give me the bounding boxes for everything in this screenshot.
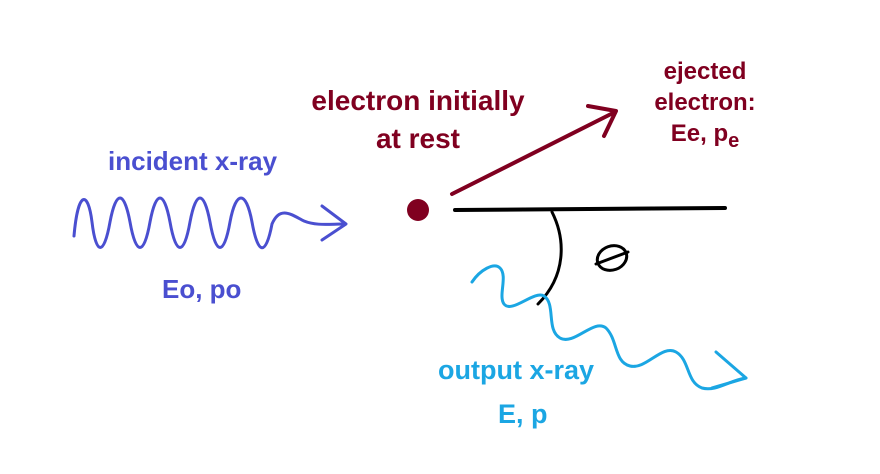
angle-arc (536, 210, 563, 306)
reference-direction-line (453, 206, 727, 212)
ejected-energy-momentum-text: Ee, p (670, 120, 729, 148)
output-arrowhead (710, 350, 748, 390)
incident-x-ray-wave (72, 196, 346, 250)
electron-at-rest-label: electron initially at rest (298, 82, 538, 158)
electron-label-line1: electron initially (311, 85, 525, 116)
output-energy-momentum-label: E, p (498, 399, 548, 429)
incident-x-ray-label: incident x-ray (108, 146, 278, 176)
ejected-label-line1: ejected (663, 58, 747, 85)
electron-dot (407, 199, 429, 221)
ejected-electron-arrow-shaft (450, 110, 617, 196)
ejected-electron-arrowhead (586, 104, 618, 138)
theta-symbol (594, 244, 630, 272)
electron-label-line2: at rest (375, 122, 461, 154)
output-x-ray-label: output x-ray (438, 355, 595, 385)
ejected-electron-label: ejected electron: Ee, pe (640, 56, 770, 154)
incident-energy-momentum-label: Eo, po (162, 274, 242, 304)
ejected-energy-momentum-label: Ee, pe (640, 118, 770, 154)
output-x-ray-wave (470, 264, 748, 391)
ejected-label-line2: electron: (654, 89, 756, 117)
ejected-momentum-subscript: e (728, 130, 740, 153)
incident-arrowhead (320, 204, 348, 242)
